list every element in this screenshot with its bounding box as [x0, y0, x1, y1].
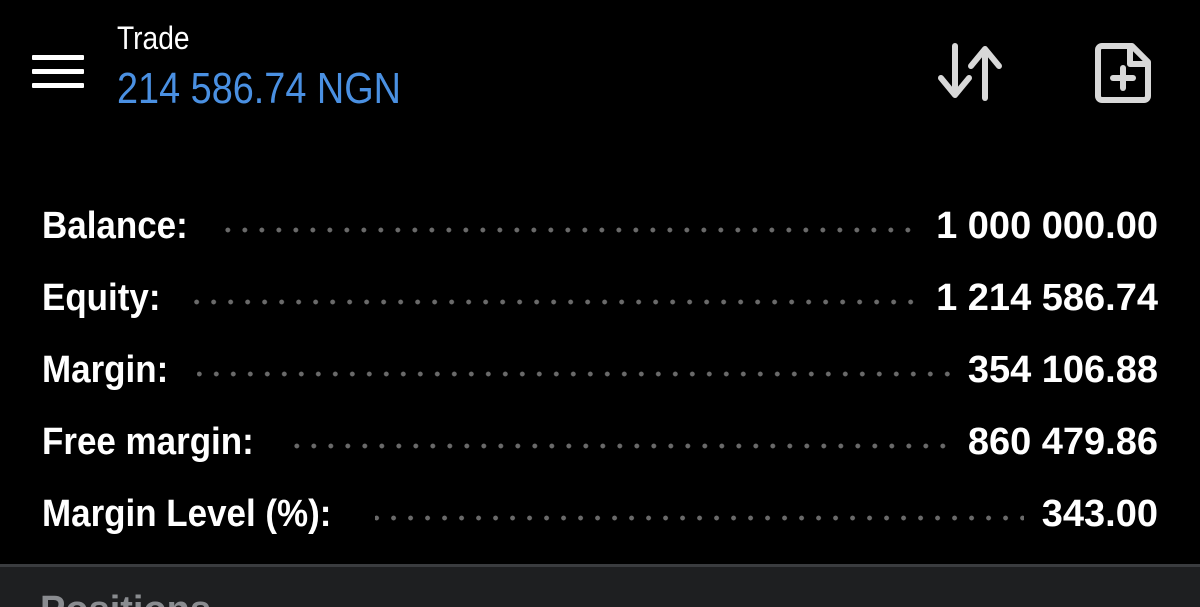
more-options-icon[interactable]: ···	[1124, 597, 1160, 607]
page-title: Trade	[117, 20, 190, 56]
sort-arrows-icon[interactable]	[935, 40, 1011, 104]
balance-label: Balance:	[42, 204, 188, 247]
margin-row: Margin: 354 106.88	[42, 334, 1158, 406]
margin-level-label: Margin Level (%):	[42, 492, 332, 535]
balance-value: 1 000 000.00	[936, 204, 1158, 247]
dotted-leader	[374, 515, 1024, 521]
free-margin-label: Free margin:	[42, 420, 254, 463]
positions-section-header[interactable]: Positions ···	[0, 564, 1200, 607]
free-margin-value: 860 479.86	[967, 420, 1158, 463]
positions-label: Positions	[40, 589, 211, 607]
new-order-icon[interactable]	[1090, 38, 1160, 108]
equity-row: Equity: 1 214 586.74	[42, 262, 1158, 334]
dotted-leader	[290, 443, 950, 449]
equity-label: Equity:	[42, 276, 161, 319]
balance-row: Balance: 1 000 000.00	[42, 190, 1158, 262]
dotted-leader	[218, 227, 919, 233]
floating-profit: 214 586.74 NGN	[117, 64, 401, 113]
equity-value: 1 214 586.74	[936, 276, 1158, 319]
free-margin-row: Free margin: 860 479.86	[42, 406, 1158, 478]
margin-label: Margin:	[42, 348, 169, 391]
dotted-leader	[197, 371, 950, 377]
header-title-block: Trade 214 586.74 NGN	[117, 18, 447, 116]
margin-value: 354 106.88	[967, 348, 1158, 391]
dotted-leader	[188, 299, 919, 305]
margin-level-value: 343.00	[1041, 492, 1158, 535]
account-summary: Balance: 1 000 000.00 Equity: 1 214 586.…	[42, 190, 1158, 550]
hamburger-menu-icon[interactable]	[28, 50, 88, 94]
margin-level-row: Margin Level (%): 343.00	[42, 478, 1158, 550]
